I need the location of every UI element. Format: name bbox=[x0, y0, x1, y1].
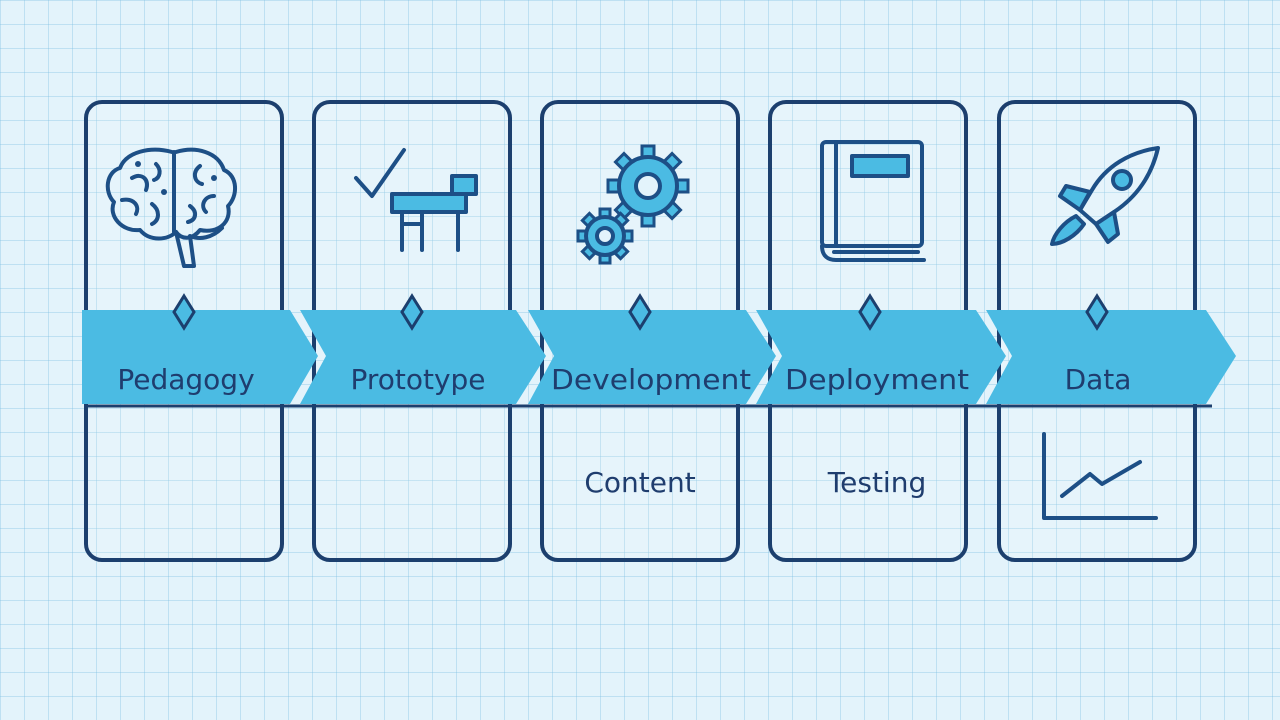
stage-label-pedagogy: Pedagogy bbox=[117, 363, 254, 396]
book-icon bbox=[820, 140, 926, 262]
stage-band-data bbox=[986, 310, 1236, 404]
stage-label-development: Development bbox=[551, 363, 751, 396]
book-title-panel bbox=[850, 154, 910, 178]
stage-band-development bbox=[528, 310, 776, 404]
small-gear bbox=[576, 207, 634, 265]
sub-label-testing: Testing bbox=[827, 466, 926, 499]
rocket-window bbox=[1111, 169, 1133, 191]
stage-sub-labels: Content Testing bbox=[584, 466, 926, 499]
stage-label-prototype: Prototype bbox=[350, 363, 485, 396]
connector-diamonds bbox=[172, 293, 1109, 331]
gears-icon bbox=[576, 144, 690, 265]
rocket-fin-left bbox=[1058, 184, 1092, 212]
brain-icon bbox=[105, 147, 237, 268]
stage-band-deployment bbox=[756, 310, 1006, 404]
rocket-fin-right bbox=[1094, 210, 1120, 244]
rocket-flame bbox=[1050, 214, 1086, 246]
large-gear bbox=[606, 144, 690, 228]
connector-diamond bbox=[172, 293, 196, 331]
connector-diamond bbox=[858, 293, 882, 331]
stage-label-deployment: Deployment bbox=[785, 363, 969, 396]
brain-fold-dot bbox=[135, 161, 141, 167]
stage-band-pedagogy bbox=[82, 310, 318, 404]
process-band bbox=[82, 310, 1236, 408]
sub-label-content: Content bbox=[584, 466, 695, 499]
checkmark-desk-icon bbox=[354, 148, 478, 252]
connector-diamond bbox=[400, 293, 424, 331]
rocket-icon bbox=[1050, 146, 1160, 246]
book-cover bbox=[820, 140, 924, 248]
brain-fold-dot bbox=[161, 189, 167, 195]
connector-diamond bbox=[1085, 293, 1109, 331]
stage-labels: Pedagogy Prototype Development Deploymen… bbox=[117, 363, 1131, 396]
brain-fold-dot bbox=[211, 175, 217, 181]
line-chart-icon bbox=[1042, 432, 1158, 520]
stage-band-prototype bbox=[300, 310, 546, 404]
desk-riser bbox=[450, 174, 478, 196]
connector-diamond bbox=[628, 293, 652, 331]
stage-label-data: Data bbox=[1065, 363, 1132, 396]
desk-top bbox=[390, 192, 468, 214]
